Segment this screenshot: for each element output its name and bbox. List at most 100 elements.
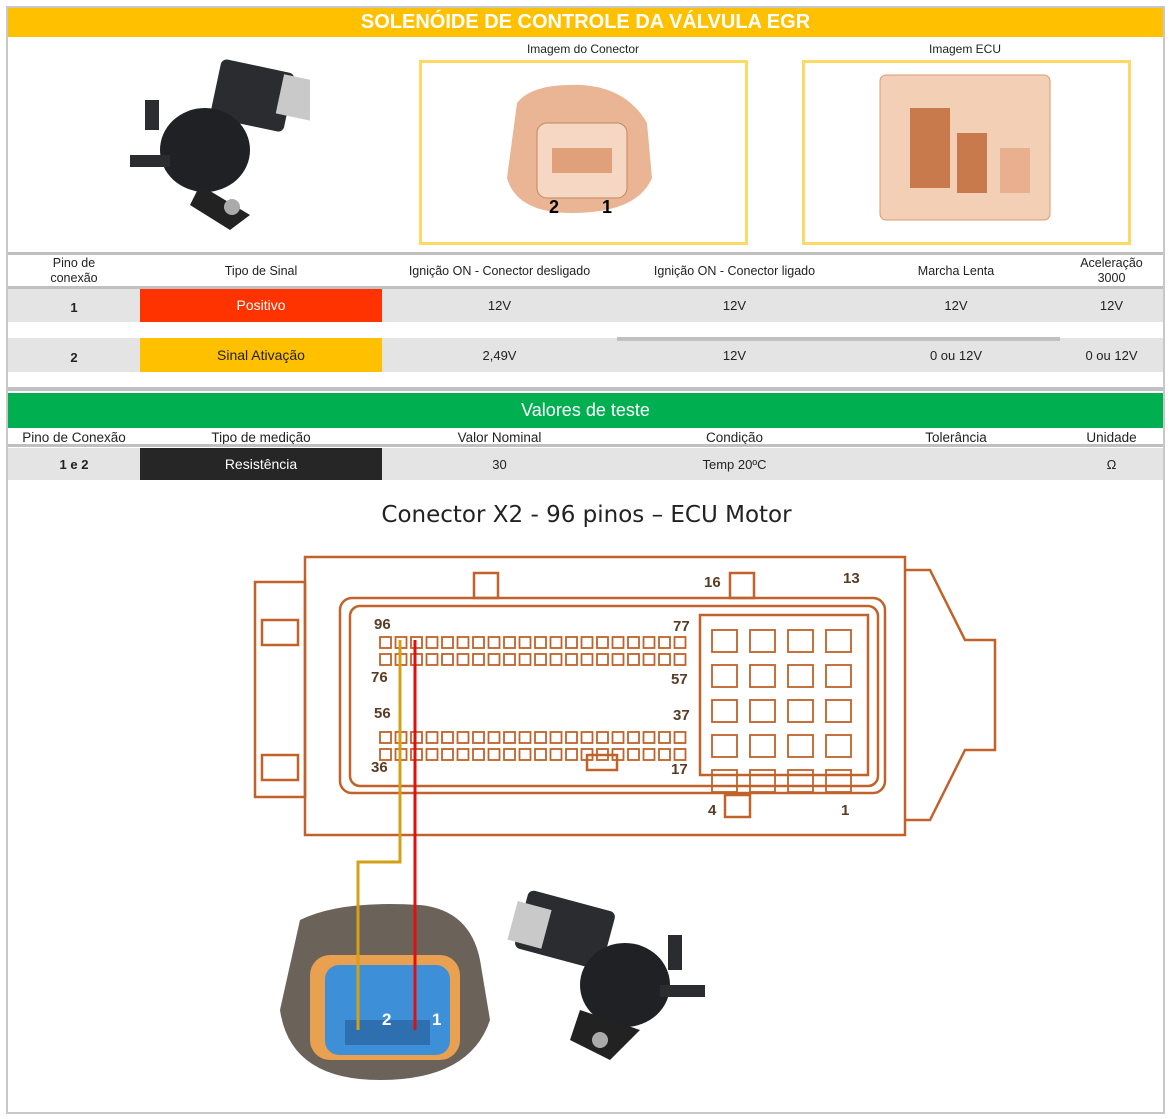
pin-label-17: 17 bbox=[671, 761, 688, 778]
outer-frame bbox=[6, 6, 1165, 1114]
pin-label-16: 16 bbox=[704, 574, 721, 591]
pin-socket bbox=[627, 731, 640, 744]
pin-socket bbox=[472, 748, 485, 761]
pin-label-4: 4 bbox=[708, 802, 717, 819]
power-pin-socket bbox=[825, 629, 852, 653]
pin-socket bbox=[642, 636, 656, 649]
test-unit: Ω bbox=[1106, 456, 1117, 472]
diagram-title: Conector X2 - 96 pinos – ECU Motor bbox=[381, 502, 792, 528]
power-pin-socket bbox=[711, 664, 738, 688]
pin-socket bbox=[503, 748, 516, 761]
pin-socket bbox=[487, 636, 501, 649]
signal-value: 0 ou 12V bbox=[1085, 347, 1138, 363]
pin-socket bbox=[611, 748, 625, 761]
pin-label-96: 96 bbox=[374, 616, 391, 633]
pin-socket bbox=[565, 636, 578, 649]
pin-socket bbox=[565, 653, 578, 666]
test-tolerance bbox=[852, 448, 1060, 480]
pin-label-13: 13 bbox=[843, 570, 860, 587]
pin-socket bbox=[565, 748, 578, 761]
signal-value: 12V bbox=[722, 298, 747, 313]
pin-socket bbox=[456, 731, 470, 744]
pin-socket bbox=[611, 653, 625, 666]
pin-socket bbox=[549, 748, 563, 761]
test-values-header: Valores de teste bbox=[8, 393, 1163, 428]
power-pin-socket bbox=[749, 664, 776, 688]
photo-pin-2-label: 2 bbox=[382, 1010, 391, 1029]
power-pin-socket bbox=[749, 699, 776, 723]
signal-value: 12V bbox=[487, 298, 512, 313]
pin-label-77: 77 bbox=[673, 618, 690, 635]
pin-label-1: 1 bbox=[841, 802, 849, 819]
column-header: Marcha Lenta bbox=[917, 263, 995, 278]
connector-pin-1-label: 1 bbox=[602, 197, 612, 217]
pin-socket bbox=[518, 636, 532, 649]
ecu-image-caption: Imagem ECU bbox=[928, 42, 1002, 56]
pin-socket bbox=[503, 731, 516, 744]
pin-socket bbox=[472, 731, 485, 744]
pin-socket bbox=[472, 653, 485, 666]
pin-socket bbox=[441, 636, 454, 649]
power-pin-socket bbox=[825, 664, 852, 688]
pin-socket bbox=[627, 653, 640, 666]
pin-socket bbox=[441, 748, 454, 761]
pin-socket bbox=[627, 748, 640, 761]
pin-socket bbox=[642, 731, 656, 744]
pin-socket bbox=[642, 748, 656, 761]
photo-pin-1-label: 1 bbox=[432, 1010, 441, 1029]
connector-pin-2-label: 2 bbox=[549, 197, 559, 217]
pin-socket bbox=[379, 731, 392, 744]
pin-socket bbox=[425, 748, 439, 761]
solenoid-photo-2 bbox=[507, 890, 705, 1060]
pin-socket bbox=[441, 653, 454, 666]
column-header: Aceleração 3000 bbox=[1080, 256, 1143, 285]
column-header: Tipo de Sinal bbox=[224, 263, 298, 278]
pin-socket bbox=[503, 636, 516, 649]
power-pin-socket bbox=[787, 734, 814, 758]
test-column-header: Tipo de medição bbox=[211, 429, 311, 445]
connector-photo: 2 1 bbox=[280, 904, 490, 1080]
pin-socket bbox=[658, 731, 671, 744]
pin-socket bbox=[596, 731, 609, 744]
power-pin-socket bbox=[711, 699, 738, 723]
pin-socket bbox=[565, 731, 578, 744]
pin-label-76: 76 bbox=[371, 669, 388, 686]
pin-socket bbox=[673, 748, 687, 761]
pin-number: 2 bbox=[70, 349, 78, 365]
pin-socket bbox=[534, 636, 547, 649]
pin-socket bbox=[596, 636, 609, 649]
connector-image-caption: Imagem do Conector bbox=[526, 42, 640, 56]
pin-socket bbox=[596, 653, 609, 666]
pin-socket bbox=[456, 653, 470, 666]
pin-socket bbox=[487, 653, 501, 666]
pin-socket bbox=[441, 731, 454, 744]
pin-socket bbox=[642, 653, 656, 666]
test-column-header: Tolerância bbox=[925, 429, 987, 445]
pin-socket bbox=[534, 748, 547, 761]
pin-socket bbox=[379, 748, 392, 761]
pin-socket bbox=[658, 748, 671, 761]
signal-type-badge: Sinal Ativação bbox=[140, 338, 382, 372]
pin-socket bbox=[425, 636, 439, 649]
column-header: Ignição ON - Conector ligado bbox=[653, 263, 816, 278]
pin-socket bbox=[518, 653, 532, 666]
pin-label-57: 57 bbox=[671, 671, 688, 688]
pin-socket bbox=[518, 748, 532, 761]
pin-socket bbox=[596, 748, 609, 761]
power-pin-socket bbox=[825, 734, 852, 758]
pin-socket bbox=[379, 653, 392, 666]
column-header: Ignição ON - Conector desligado bbox=[408, 263, 591, 278]
pin-socket bbox=[611, 731, 625, 744]
pin-socket bbox=[580, 748, 594, 761]
power-pin-socket bbox=[825, 699, 852, 723]
pin-socket bbox=[580, 731, 594, 744]
power-pin-socket bbox=[711, 734, 738, 758]
pin-socket bbox=[487, 748, 501, 761]
power-pin-socket bbox=[711, 629, 738, 653]
power-pin-socket bbox=[825, 769, 852, 793]
pin-socket bbox=[487, 731, 501, 744]
pin-socket bbox=[534, 653, 547, 666]
pin-socket bbox=[580, 636, 594, 649]
signal-type-badge: Positivo bbox=[140, 289, 382, 322]
